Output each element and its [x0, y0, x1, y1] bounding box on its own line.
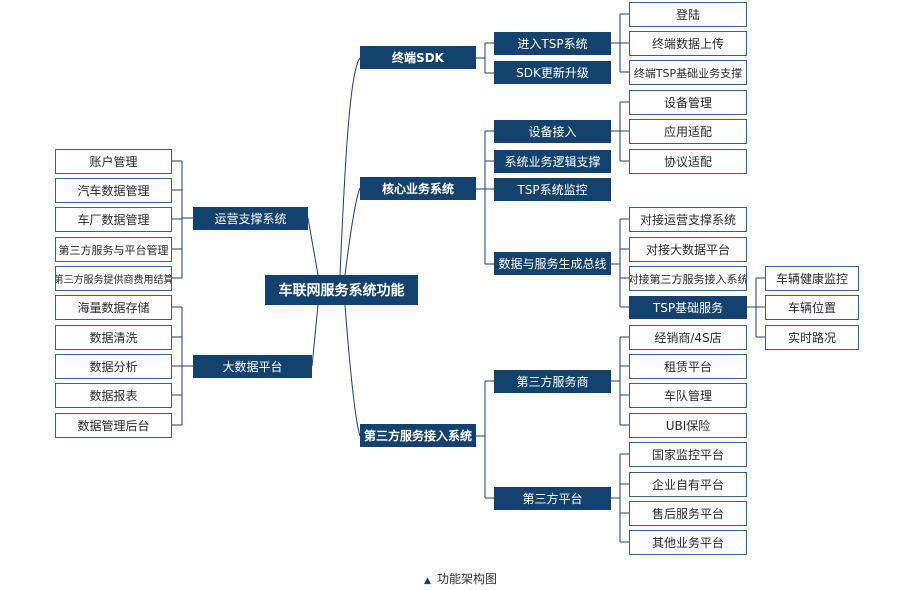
- node-third-platform: 第三方平台: [494, 487, 611, 510]
- leaf-enterprise: 企业自有平台: [629, 472, 747, 497]
- leaf-rental: 租赁平台: [629, 354, 747, 379]
- leaf-oem-data-mgmt: 车厂数据管理: [55, 207, 172, 232]
- leaf-account-mgmt: 账户管理: [55, 149, 172, 174]
- leaf-fleet: 车队管理: [629, 383, 747, 408]
- branch-core: 核心业务系统: [360, 177, 476, 200]
- triangle-up-icon: ▲: [424, 576, 431, 586]
- leaf-other-business: 其他业务平台: [629, 530, 747, 555]
- leaf-terminal-tsp: 终端TSP基础业务支撑: [629, 60, 747, 85]
- leaf-protocol-adapt: 协议适配: [629, 149, 747, 174]
- leaf-data-analysis: 数据分析: [55, 354, 172, 379]
- node-third-vendor: 第三方服务商: [494, 370, 611, 393]
- branch-ops: 运营支撑系统: [193, 207, 308, 230]
- leaf-car-data-mgmt: 汽车数据管理: [55, 178, 172, 203]
- leaf-terminal-upload: 终端数据上传: [629, 31, 747, 56]
- node-logic-support: 系统业务逻辑支撑: [494, 150, 611, 173]
- root-node: 车联网服务系统功能: [265, 275, 418, 305]
- leaf-ubi: UBI保险: [629, 413, 747, 438]
- leaf-connect-bigdata: 对接大数据平台: [629, 237, 747, 262]
- leaf-data-cleaning: 数据清洗: [55, 325, 172, 350]
- leaf-dealer: 经销商/4S店: [629, 325, 747, 350]
- leaf-connect-ops: 对接运营支撑系统: [629, 207, 747, 232]
- leaf-vehicle-health: 车辆健康监控: [765, 266, 859, 291]
- leaf-device-mgmt: 设备管理: [629, 90, 747, 115]
- branch-sdk: 终端SDK: [360, 46, 476, 69]
- leaf-connect-third: 对接第三方服务接入系统: [629, 266, 747, 291]
- figure-caption: ▲ 功能架构图: [0, 570, 921, 587]
- leaf-third-mgmt: 第三方服务与平台管理: [55, 237, 172, 262]
- leaf-mass-storage: 海量数据存储: [55, 295, 172, 320]
- branch-bigdata: 大数据平台: [193, 355, 312, 378]
- node-tsp-monitor: TSP系统监控: [494, 178, 611, 201]
- node-device-access: 设备接入: [494, 120, 611, 143]
- branch-third-party: 第三方服务接入系统: [360, 424, 476, 447]
- node-tsp-basic: TSP基础服务: [629, 296, 747, 319]
- node-service-bus: 数据与服务生成总线: [494, 252, 611, 275]
- leaf-data-report: 数据报表: [55, 383, 172, 408]
- caption-text: 功能架构图: [436, 572, 497, 586]
- node-enter-tsp: 进入TSP系统: [494, 32, 611, 55]
- node-sdk-update: SDK更新升级: [494, 61, 611, 84]
- leaf-app-adapt: 应用适配: [629, 119, 747, 144]
- leaf-after-sales: 售后服务平台: [629, 501, 747, 526]
- leaf-login: 登陆: [629, 2, 747, 27]
- leaf-national-monitor: 国家监控平台: [629, 442, 747, 467]
- leaf-traffic: 实时路况: [765, 325, 859, 350]
- leaf-third-billing: 第三方服务提供商费用结算: [55, 266, 172, 291]
- leaf-data-admin: 数据管理后台: [55, 413, 172, 438]
- leaf-vehicle-location: 车辆位置: [765, 295, 859, 320]
